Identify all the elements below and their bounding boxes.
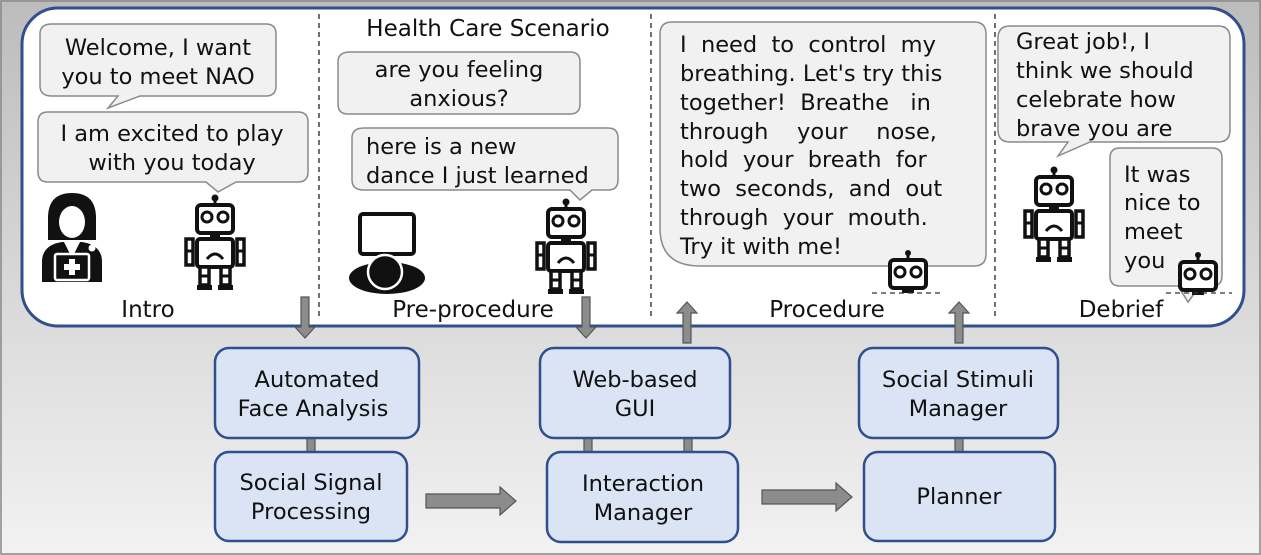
module-face-analysis-line-2: Face Analysis	[238, 396, 389, 422]
module-interaction-manager-line-2: Manager	[594, 500, 693, 526]
module-social-signal: Social Signal Processing	[213, 450, 409, 543]
bubble-debrief-great-job-line-1: Great job!, I	[1016, 29, 1150, 55]
phase-label-pre-procedure: Pre-procedure	[392, 297, 554, 323]
bubble-procedure-line-4: through your nose,	[680, 119, 937, 145]
module-planner: Planner	[862, 450, 1057, 543]
module-planner-label: Planner	[916, 484, 1002, 510]
module-social-signal-line-1: Social Signal	[240, 470, 383, 496]
bubble-intro-welcome-line-1: Welcome, I want	[65, 35, 251, 61]
bubble-pre-dance: here is a new dance I just learned	[351, 127, 619, 202]
module-social-signal-line-2: Processing	[251, 499, 371, 525]
bubble-procedure-line-6: two seconds, and out	[680, 176, 942, 202]
scenario-title: Health Care Scenario	[366, 16, 609, 42]
arrow-web-gui-to-procedure	[675, 301, 699, 344]
arrow-intro-to-face-analysis	[293, 296, 317, 339]
bubble-pre-dance-line-2: dance I just learned	[366, 163, 589, 189]
bubble-debrief-great-job-line-4: brave you are	[1016, 116, 1173, 142]
bubble-procedure-line-3: together! Breathe in	[680, 90, 931, 116]
bubble-intro-excited-line-1: I am excited to play	[60, 121, 283, 147]
bubble-procedure-line-8: Try it with me!	[679, 234, 842, 260]
nurse-icon	[42, 193, 102, 282]
bubble-procedure-line-5: hold your breath for	[680, 147, 928, 173]
module-face-analysis-line-1: Automated	[255, 367, 380, 393]
bubble-pre-anxious-line-1: are you feeling	[375, 57, 544, 83]
bubble-intro-welcome: Welcome, I want you to meet NAO	[39, 23, 277, 110]
bubble-debrief-great-job: Great job!, I think we should celebrate …	[997, 25, 1231, 158]
phase-label-debrief: Debrief	[1079, 297, 1164, 323]
bubble-procedure-line-1: I need to control my	[680, 32, 936, 58]
module-web-gui-line-2: GUI	[615, 396, 656, 422]
bubble-debrief-nice-line-4: you	[1124, 248, 1165, 274]
bubble-debrief-nice-line-1: It was	[1124, 162, 1191, 188]
module-interaction-manager-line-1: Interaction	[582, 471, 704, 497]
bubble-debrief-nice-line-3: meet	[1124, 219, 1183, 245]
module-web-gui-line-1: Web-based	[572, 367, 697, 393]
phase-label-procedure: Procedure	[769, 297, 885, 323]
bubble-debrief-great-job-line-2: think we should	[1016, 58, 1194, 84]
arrow-pre-to-web-gui	[574, 296, 598, 339]
bubble-procedure-line-2: breathing. Let's try this	[680, 61, 942, 87]
bubble-debrief-great-job-line-3: celebrate how	[1016, 87, 1176, 113]
bubble-intro-excited-line-2: with you today	[88, 150, 255, 176]
arrow-stimuli-to-procedure	[947, 301, 971, 344]
arrow-interaction-to-planner	[761, 481, 853, 513]
tablet-user-icon	[349, 212, 425, 294]
bubble-pre-dance-line-1: here is a new	[366, 134, 516, 160]
module-web-gui: Web-based GUI	[538, 346, 732, 440]
phase-label-intro: Intro	[121, 297, 174, 323]
bubble-pre-anxious: are you feeling anxious?	[337, 51, 581, 115]
bubble-pre-anxious-line-2: anxious?	[409, 86, 508, 112]
module-social-stimuli: Social Stimuli Manager	[857, 346, 1060, 440]
module-interaction-manager: Interaction Manager	[545, 450, 740, 544]
bubble-procedure-line-7: through your mouth.	[680, 205, 928, 231]
arrow-signal-to-interaction	[425, 485, 517, 517]
bubble-procedure: I need to control my breathing. Let's tr…	[659, 21, 987, 267]
module-face-analysis: Automated Face Analysis	[213, 346, 421, 440]
bubble-intro-welcome-line-2: you to meet NAO	[61, 64, 254, 90]
bubble-debrief-nice-line-2: nice to	[1124, 190, 1200, 216]
module-social-stimuli-line-2: Manager	[909, 396, 1008, 422]
module-social-stimuli-line-1: Social Stimuli	[882, 367, 1034, 393]
bubble-intro-excited: I am excited to play with you today	[37, 111, 309, 193]
